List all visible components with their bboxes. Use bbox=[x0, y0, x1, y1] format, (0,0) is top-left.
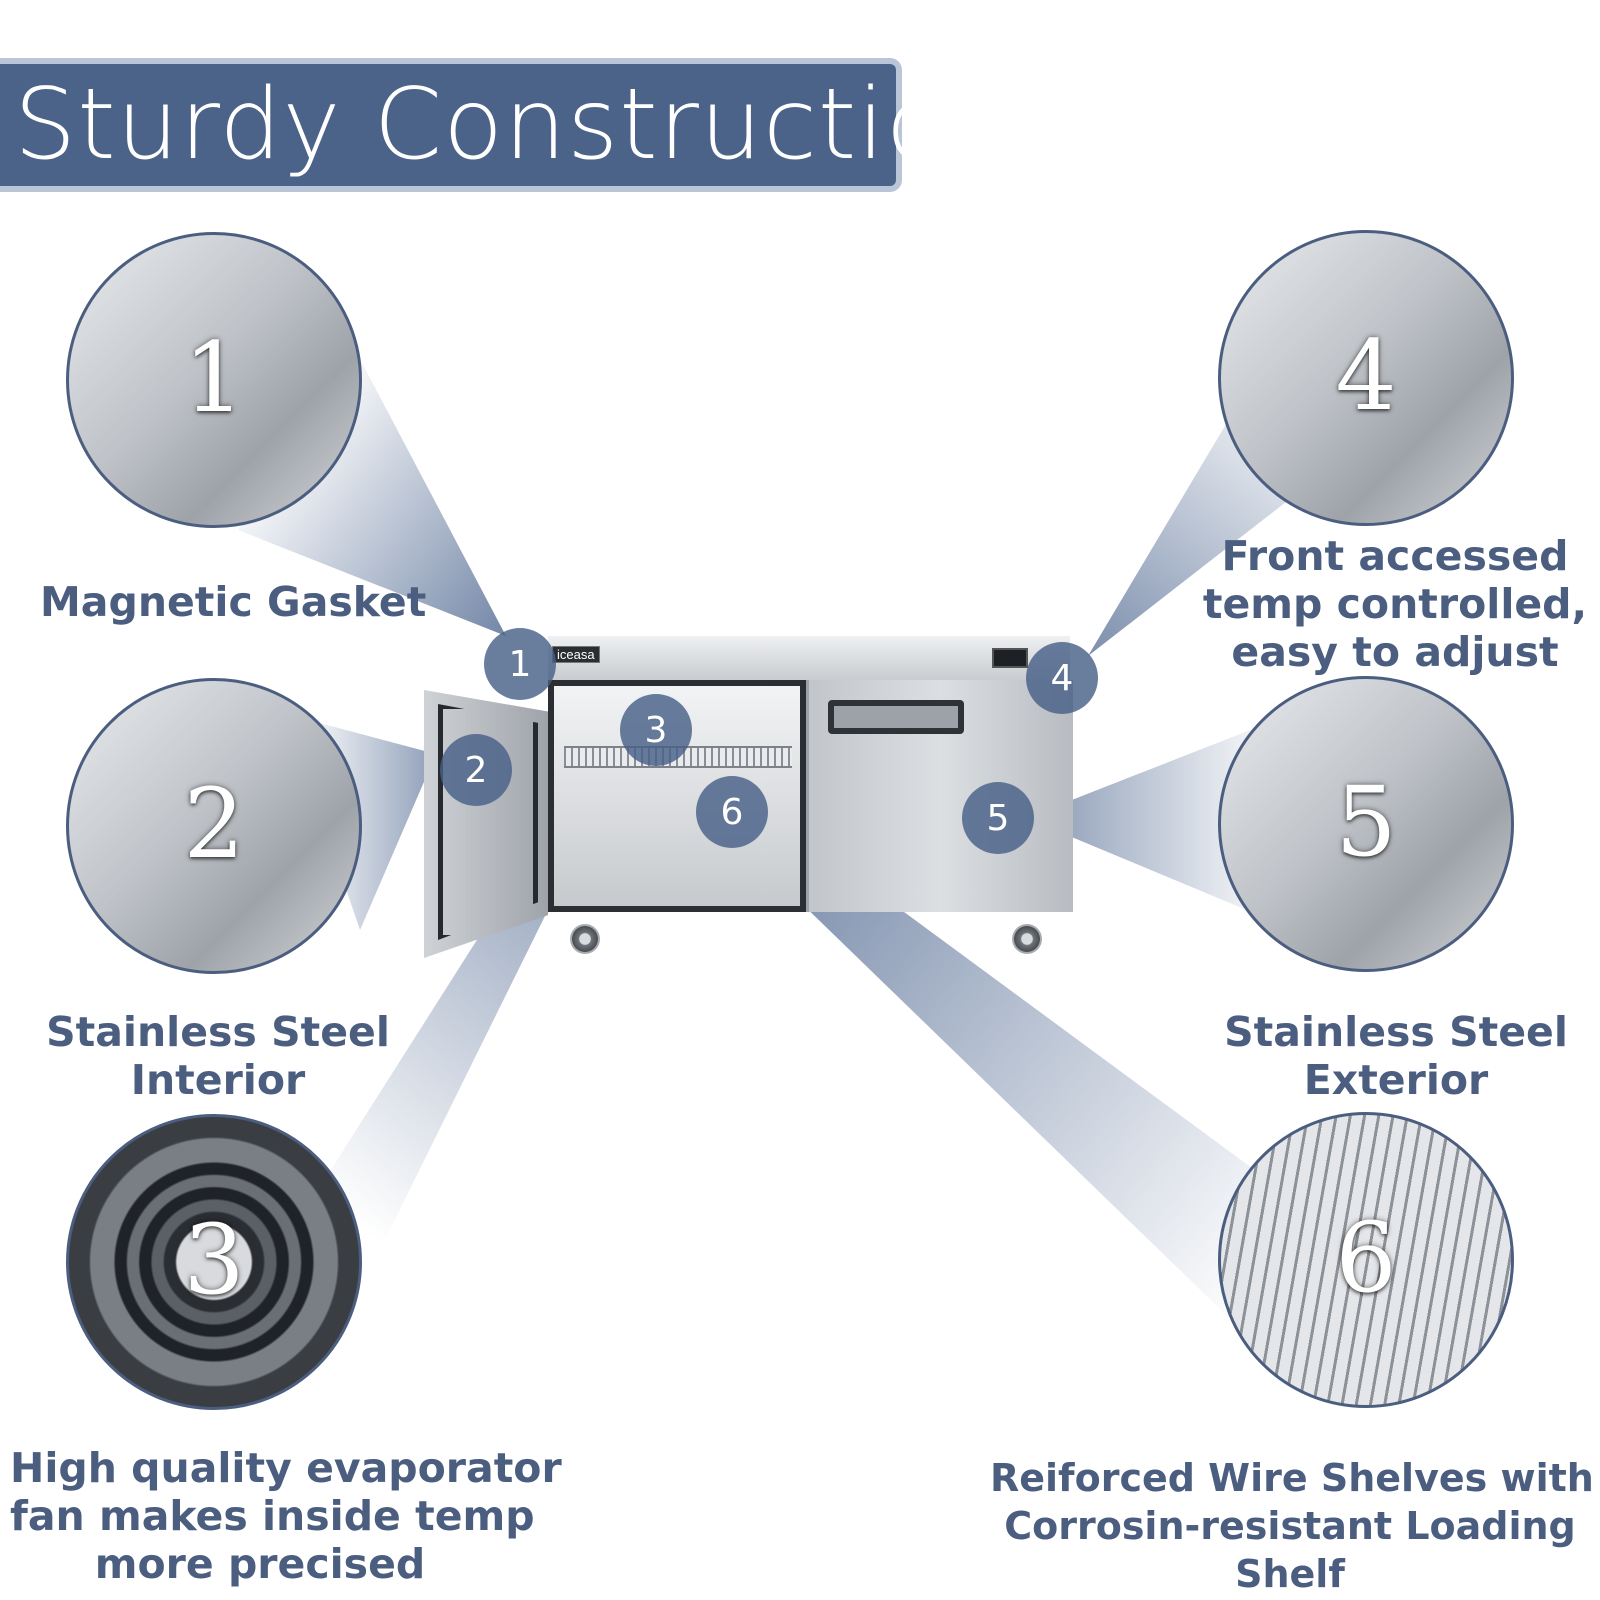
marker-4: 4 bbox=[1026, 642, 1098, 714]
marker-6: 6 bbox=[696, 776, 768, 848]
detail-circle-gasket: 1 bbox=[66, 232, 362, 528]
label-line: fan makes inside temp bbox=[10, 1492, 535, 1540]
marker-5: 5 bbox=[962, 782, 1034, 854]
label-line: more precised bbox=[94, 1540, 426, 1588]
label-fan: High quality evaporator fan makes inside… bbox=[10, 1444, 562, 1588]
label-line: Interior bbox=[130, 1056, 306, 1104]
label-line: Front accessed bbox=[1221, 532, 1569, 580]
page-title: Sturdy Construction: bbox=[14, 68, 1044, 182]
temp-controller bbox=[992, 648, 1028, 668]
label-line: High quality evaporator bbox=[10, 1444, 562, 1492]
detail-circle-interior: 2 bbox=[66, 678, 362, 974]
label-line: Stainless Steel bbox=[46, 1008, 390, 1056]
detail-circle-fan: 3 bbox=[66, 1114, 362, 1410]
detail-number: 4 bbox=[1335, 319, 1397, 432]
label-shelves: Reiforced Wire Shelves with 2 Corrosin-r… bbox=[990, 1454, 1600, 1598]
label-line: Reiforced Wire Shelves with 2 bbox=[990, 1456, 1600, 1500]
label-line: temp controlled, bbox=[1202, 580, 1588, 628]
title-banner: Sturdy Construction: bbox=[0, 58, 1043, 192]
detail-number: 6 bbox=[1335, 1201, 1397, 1314]
label-line: easy to adjust bbox=[1231, 628, 1559, 676]
detail-number: 5 bbox=[1335, 765, 1397, 878]
detail-number: 2 bbox=[183, 767, 245, 880]
marker-2: 2 bbox=[440, 734, 512, 806]
label-controller: Front accessed temp controlled, easy to … bbox=[1200, 532, 1590, 676]
counter-top bbox=[548, 636, 1070, 680]
detail-circle-shelf: 6 bbox=[1218, 1112, 1514, 1408]
label-line: Stainless Steel bbox=[1224, 1008, 1568, 1056]
detail-number: 3 bbox=[183, 1203, 245, 1316]
beam-1 bbox=[238, 344, 506, 636]
detail-circle-exterior: 5 bbox=[1218, 676, 1514, 972]
brand-logo: iceasa bbox=[552, 646, 600, 663]
detail-number: 1 bbox=[183, 321, 245, 434]
detail-circle-controller: 4 bbox=[1218, 230, 1514, 526]
marker-1: 1 bbox=[484, 628, 556, 700]
label-exterior: Stainless Steel Exterior bbox=[1216, 1008, 1576, 1104]
caster-left bbox=[570, 924, 600, 954]
beam-6 bbox=[728, 806, 1290, 1342]
label-line: Shelf bbox=[1235, 1552, 1345, 1596]
label-interior: Stainless Steel Interior bbox=[40, 1008, 396, 1104]
label-line: Corrosin-resistant Loading bbox=[1004, 1504, 1576, 1548]
label-line: Exterior bbox=[1303, 1056, 1489, 1104]
marker-3: 3 bbox=[620, 694, 692, 766]
door-handle bbox=[828, 700, 964, 734]
label-line: Magnetic Gasket bbox=[40, 578, 427, 626]
caster-right bbox=[1012, 924, 1042, 954]
label-magnetic-gasket: Magnetic Gasket bbox=[40, 578, 427, 626]
